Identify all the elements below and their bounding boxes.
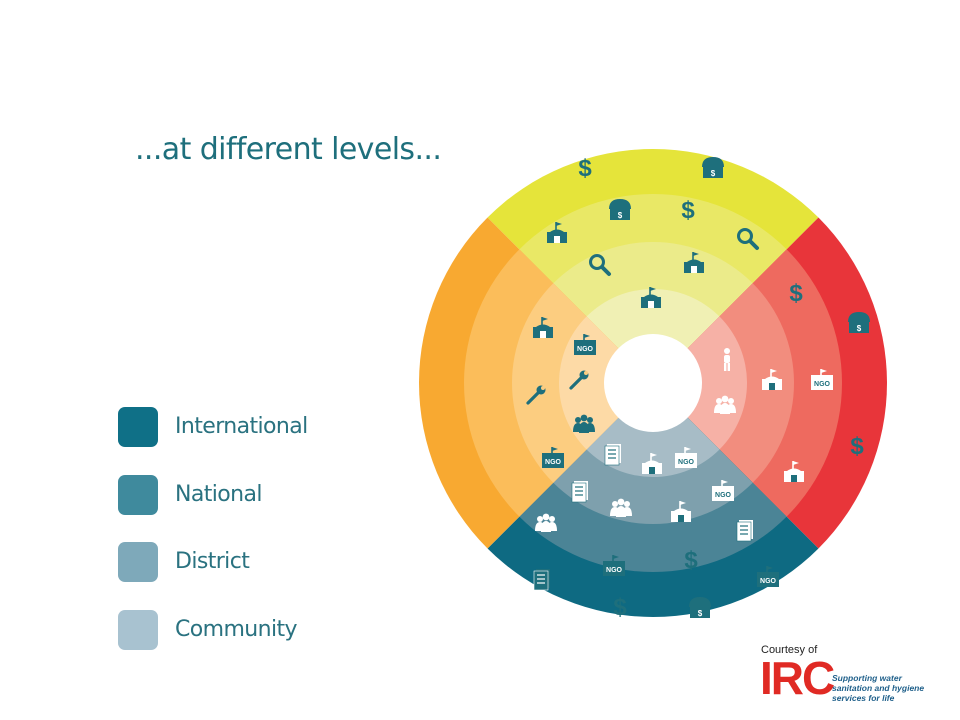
document-icon (604, 444, 621, 466)
legend-label-community: Community (175, 617, 298, 642)
document-icon (571, 481, 588, 503)
svg-text:$: $ (618, 211, 623, 220)
svg-text:NGO: NGO (577, 346, 594, 353)
svg-text:$: $ (789, 280, 803, 307)
dollar-icon: $ (850, 433, 864, 460)
document-icon (533, 569, 550, 591)
dollar-icon: $ (578, 155, 592, 182)
legend-item-national: National (118, 475, 418, 517)
people-group-icon (610, 498, 632, 517)
legend-swatch-district (118, 542, 158, 582)
government-building-icon (641, 287, 661, 308)
dollar-icon: $ (613, 594, 627, 621)
wheel-center (604, 334, 702, 432)
legend-label-international: International (175, 414, 308, 439)
dollar-icon: $ (789, 280, 803, 307)
bank-icon: $ (609, 199, 631, 220)
bank-icon: $ (689, 597, 711, 618)
ngo-building-icon: NGO (603, 555, 625, 576)
people-group-icon (535, 513, 557, 532)
legend-swatch-national (118, 475, 158, 515)
page-title: ...at different levels... (135, 132, 442, 167)
svg-text:$: $ (711, 169, 716, 178)
ngo-building-icon: NGO (574, 334, 596, 355)
legend-item-international: International (118, 407, 418, 449)
magnifier-icon (737, 228, 759, 250)
government-building-icon (547, 222, 567, 243)
government-building-icon (671, 501, 691, 522)
wrench-icon (526, 385, 546, 405)
bank-icon: $ (702, 157, 724, 178)
svg-text:$: $ (684, 547, 698, 574)
government-building-icon (684, 252, 704, 273)
svg-text:NGO: NGO (678, 459, 695, 466)
svg-text:NGO: NGO (715, 492, 732, 499)
svg-text:$: $ (850, 433, 864, 460)
dollar-icon: $ (684, 547, 698, 574)
ngo-building-icon: NGO (712, 480, 734, 501)
wrench-icon (569, 370, 589, 390)
legend-label-national: National (175, 482, 262, 507)
svg-text:$: $ (578, 155, 592, 182)
svg-text:$: $ (681, 197, 695, 224)
ngo-building-icon: NGO (811, 369, 833, 390)
legend-swatch-international (118, 407, 158, 447)
svg-text:NGO: NGO (760, 578, 777, 585)
svg-text:$: $ (698, 609, 703, 618)
government-building-icon (533, 317, 553, 338)
irc-logo: IRC Supporting water sanitation and hygi… (760, 655, 940, 703)
people-group-icon (714, 395, 736, 414)
dollar-icon: $ (681, 197, 695, 224)
people-group-icon (573, 414, 595, 433)
legend-swatch-community (118, 610, 158, 650)
ngo-building-icon: NGO (675, 447, 697, 468)
government-building-icon (642, 453, 662, 474)
bank-icon: $ (848, 312, 870, 333)
legend-item-district: District (118, 542, 418, 584)
magnifier-icon (589, 254, 611, 276)
legend-label-district: District (175, 549, 250, 574)
ngo-building-icon: NGO (757, 566, 779, 587)
svg-text:NGO: NGO (545, 459, 562, 466)
government-building-icon (762, 369, 782, 390)
svg-text:NGO: NGO (814, 381, 831, 388)
government-building-icon (784, 461, 804, 482)
ngo-building-icon: NGO (542, 447, 564, 468)
person-icon (724, 348, 730, 371)
irc-logo-wordmark: IRC (760, 652, 835, 704)
svg-text:NGO: NGO (606, 567, 623, 574)
legend-item-community: Community (118, 610, 418, 652)
svg-text:$: $ (613, 594, 627, 621)
courtesy-text: Courtesy of (761, 644, 818, 656)
document-icon (736, 520, 753, 542)
svg-text:$: $ (857, 324, 862, 333)
irc-logo-tagline: Supporting water sanitation and hygiene … (832, 673, 925, 703)
